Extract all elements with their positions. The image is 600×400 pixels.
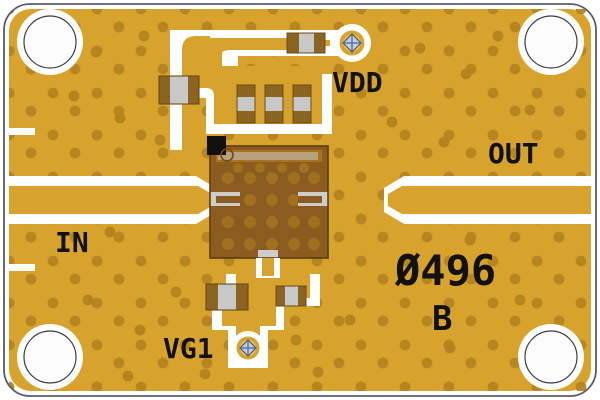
silk-label-out: OUT [488, 137, 539, 170]
pin1-marker-black-component [207, 136, 234, 162]
silk-label-revision: B [432, 299, 452, 339]
mounting-hole-bottom-left [17, 324, 83, 390]
chip-capacitor-bypass-3 [292, 84, 312, 124]
mounting-hole-top-left [17, 9, 83, 75]
chip-capacitor-bypass-1 [236, 84, 256, 124]
edge-ground-gaps [9, 128, 35, 271]
mounting-hole-top-right [518, 9, 584, 75]
silk-label-in: IN [55, 226, 89, 259]
vdd-test-point [333, 24, 371, 62]
chip-resistor-vdd-series [286, 32, 326, 54]
gate-trace [256, 258, 280, 278]
board-outline [3, 3, 597, 397]
amplifier-die [209, 145, 329, 262]
silk-label-vg1: VG1 [163, 332, 214, 365]
mounting-hole-bottom-right [518, 324, 584, 390]
chip-resistor-bias-top [158, 75, 200, 105]
silk-label-part-number: Ø496 [394, 246, 496, 295]
chip-capacitor-gate-2 [275, 285, 307, 307]
rf-output-microstrip [384, 176, 591, 224]
chip-capacitor-gate-1 [205, 283, 249, 311]
chip-capacitor-bypass-2 [264, 84, 284, 124]
vg1-test-point [231, 331, 265, 365]
silk-label-vdd: VDD [332, 66, 383, 99]
rf-input-microstrip [9, 176, 216, 224]
